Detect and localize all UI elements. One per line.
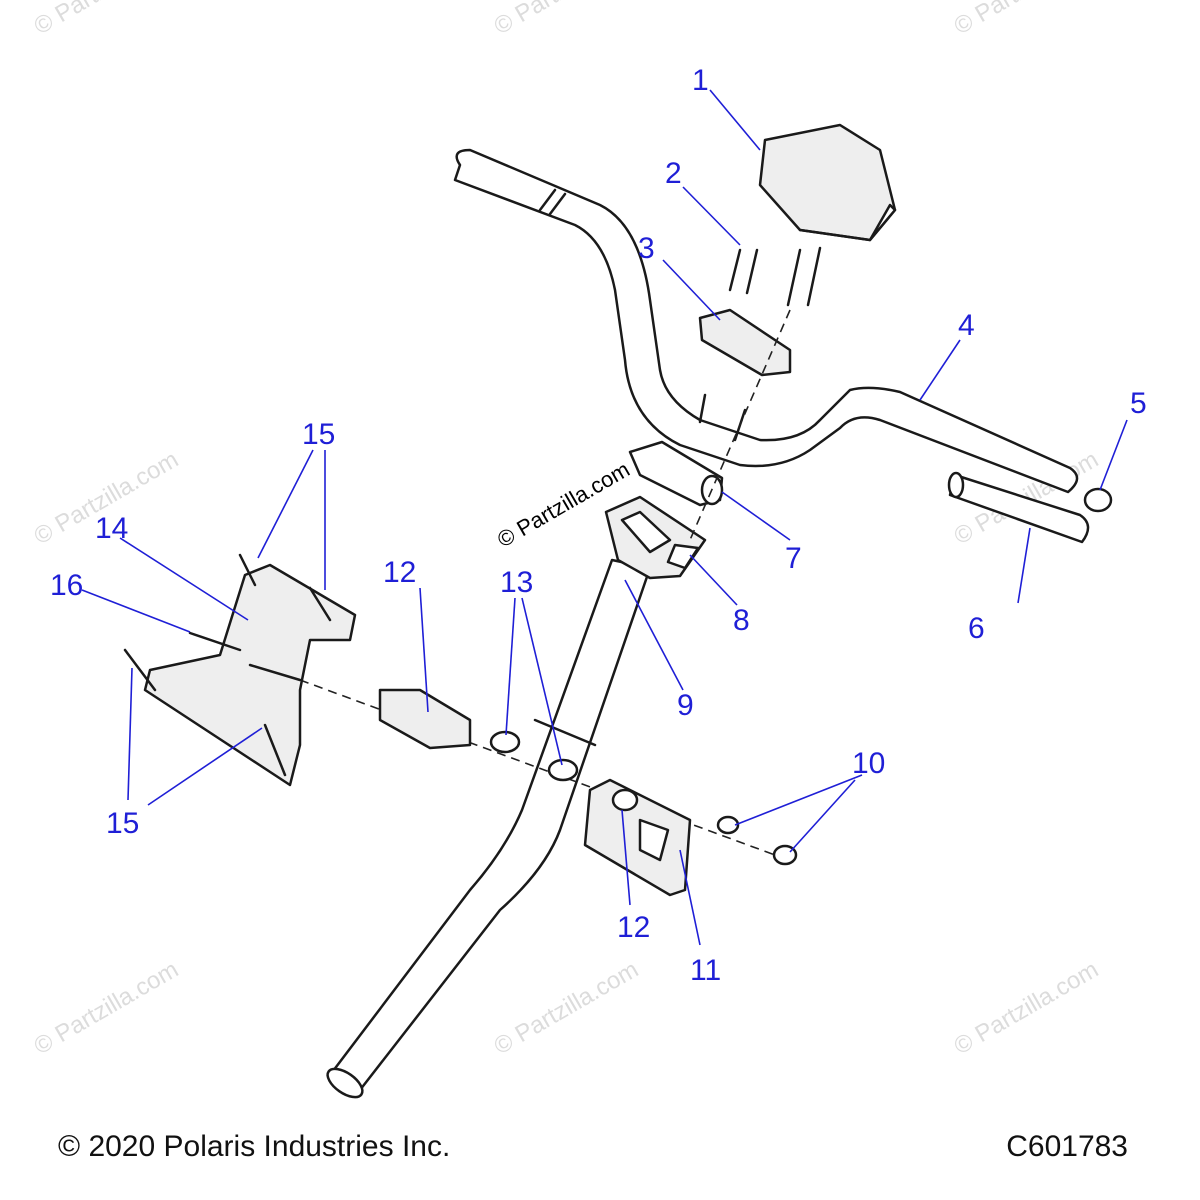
callout-11[interactable]: 11	[690, 954, 721, 987]
watermark: © Partzilla.com	[490, 956, 644, 1060]
spacers-13	[489, 730, 579, 782]
grip-6	[947, 471, 1090, 544]
handlebar-mount-8	[604, 495, 707, 580]
bracket-11	[583, 778, 692, 897]
callout-2[interactable]: 2	[665, 157, 682, 190]
callout-16[interactable]: 16	[50, 569, 83, 602]
callout-4[interactable]: 4	[958, 309, 975, 342]
watermark: © Partzilla.com	[950, 0, 1104, 40]
watermark: © Partzilla.com	[30, 956, 184, 1060]
callout-12-lower[interactable]: 12	[617, 911, 650, 944]
bolts-2	[728, 246, 822, 307]
diagram-id: C601783	[1006, 1130, 1128, 1163]
watermark: © Partzilla.com	[30, 0, 184, 40]
callout-14[interactable]: 14	[95, 512, 128, 545]
callouts: 1 2 3 4 5 6 7 8 9 10 11 12 12 13 14 15 1…	[50, 64, 1147, 987]
callout-8[interactable]: 8	[733, 604, 750, 637]
top-cover-1	[758, 123, 897, 242]
callout-15-lower[interactable]: 15	[106, 807, 139, 840]
watermark: © Partzilla.com	[490, 0, 644, 40]
callout-6[interactable]: 6	[968, 612, 985, 645]
callout-3[interactable]: 3	[638, 232, 655, 265]
callout-7[interactable]: 7	[785, 542, 802, 575]
mount-plate-14	[123, 553, 357, 787]
leader-lines	[81, 89, 1128, 946]
upper-clamp-3	[698, 308, 792, 377]
callout-5[interactable]: 5	[1130, 387, 1147, 420]
watermark: © Partzilla.com	[950, 956, 1104, 1060]
handlebar-4	[453, 148, 1079, 494]
callout-15[interactable]: 15	[302, 418, 335, 451]
nuts-10	[716, 815, 798, 866]
steering-post	[326, 558, 652, 1099]
callout-9[interactable]: 9	[677, 689, 694, 722]
end-cap-5	[1083, 487, 1113, 513]
watermarks: © Partzilla.com © Partzilla.com © Partzi…	[30, 0, 1104, 1060]
assembly-lines	[299, 309, 791, 856]
callout-10[interactable]: 10	[852, 747, 885, 780]
callout-13[interactable]: 13	[500, 566, 533, 599]
clamp-12-left	[378, 688, 472, 750]
callout-1[interactable]: 1	[692, 64, 709, 97]
callout-12[interactable]: 12	[383, 556, 416, 589]
copyright-notice: © 2020 Polaris Industries Inc.	[58, 1130, 451, 1163]
